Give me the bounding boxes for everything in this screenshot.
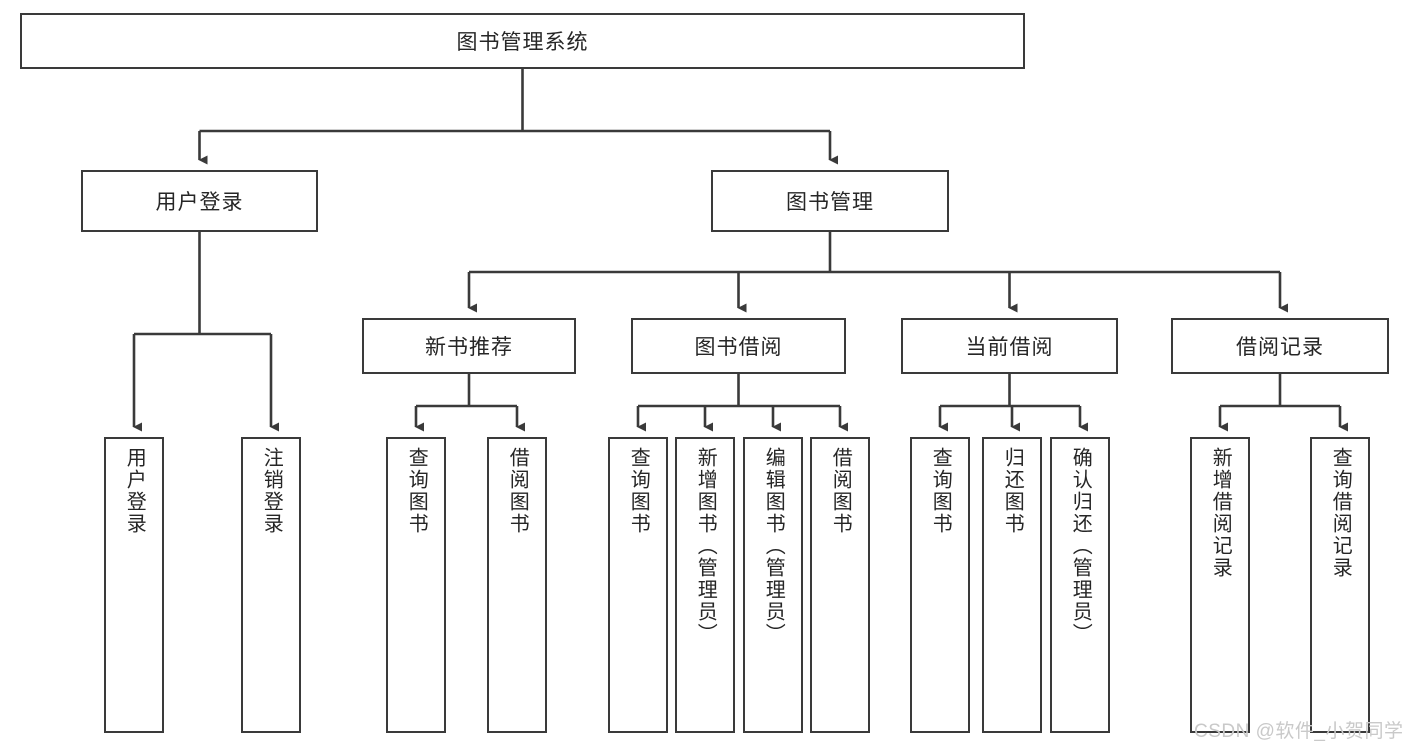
- leaf-node-label: 编辑图书（管理员）: [762, 447, 785, 645]
- leaf-node-2[interactable]: 查询图书: [386, 437, 446, 733]
- level2-node-label: 用户登录: [155, 191, 244, 214]
- level2-node-0[interactable]: 用户登录: [81, 170, 318, 232]
- leaf-node-3[interactable]: 借阅图书: [487, 437, 547, 733]
- level3-node-label: 新书推荐: [425, 336, 513, 359]
- leaf-node-label: 借阅图书: [829, 447, 852, 535]
- leaf-node-label: 确认归还（管理员）: [1069, 447, 1092, 645]
- leaf-node-label: 查询图书: [405, 447, 428, 535]
- leaf-node-5[interactable]: 新增图书（管理员）: [675, 437, 735, 733]
- level3-node-1[interactable]: 图书借阅: [631, 318, 846, 374]
- level3-node-2[interactable]: 当前借阅: [901, 318, 1118, 374]
- level2-node-label: 图书管理: [786, 191, 874, 214]
- leaf-node-label: 用户登录: [123, 447, 146, 535]
- root-node-0[interactable]: 图书管理系统: [20, 13, 1025, 69]
- leaf-node-7[interactable]: 借阅图书: [810, 437, 870, 733]
- leaf-node-label: 借阅图书: [506, 447, 529, 535]
- leaf-node-0[interactable]: 用户登录: [104, 437, 164, 733]
- leaf-node-label: 新增图书（管理员）: [694, 447, 717, 645]
- leaf-node-6[interactable]: 编辑图书（管理员）: [743, 437, 803, 733]
- leaf-node-10[interactable]: 确认归还（管理员）: [1050, 437, 1110, 733]
- leaf-node-11[interactable]: 新增借阅记录: [1190, 437, 1250, 733]
- leaf-node-label: 归还图书: [1001, 447, 1024, 535]
- level3-node-label: 图书借阅: [694, 336, 783, 359]
- leaf-node-label: 查询借阅记录: [1329, 447, 1352, 579]
- leaf-node-label: 查询图书: [929, 447, 952, 535]
- level2-node-1[interactable]: 图书管理: [711, 170, 949, 232]
- root-node-label: 图书管理系统: [456, 31, 589, 54]
- leaf-node-8[interactable]: 查询图书: [910, 437, 970, 733]
- leaf-node-label: 新增借阅记录: [1209, 447, 1232, 579]
- level3-node-3[interactable]: 借阅记录: [1171, 318, 1389, 374]
- level3-node-0[interactable]: 新书推荐: [362, 318, 576, 374]
- leaf-node-label: 注销登录: [260, 447, 283, 535]
- level3-node-label: 当前借阅: [965, 336, 1054, 359]
- level3-node-label: 借阅记录: [1236, 336, 1324, 359]
- leaf-node-12[interactable]: 查询借阅记录: [1310, 437, 1370, 733]
- leaf-node-label: 查询图书: [627, 447, 650, 535]
- csdn-watermark: CSDN @软件_小贺同学: [1194, 721, 1404, 742]
- leaf-node-4[interactable]: 查询图书: [608, 437, 668, 733]
- leaf-node-1[interactable]: 注销登录: [241, 437, 301, 733]
- leaf-node-9[interactable]: 归还图书: [982, 437, 1042, 733]
